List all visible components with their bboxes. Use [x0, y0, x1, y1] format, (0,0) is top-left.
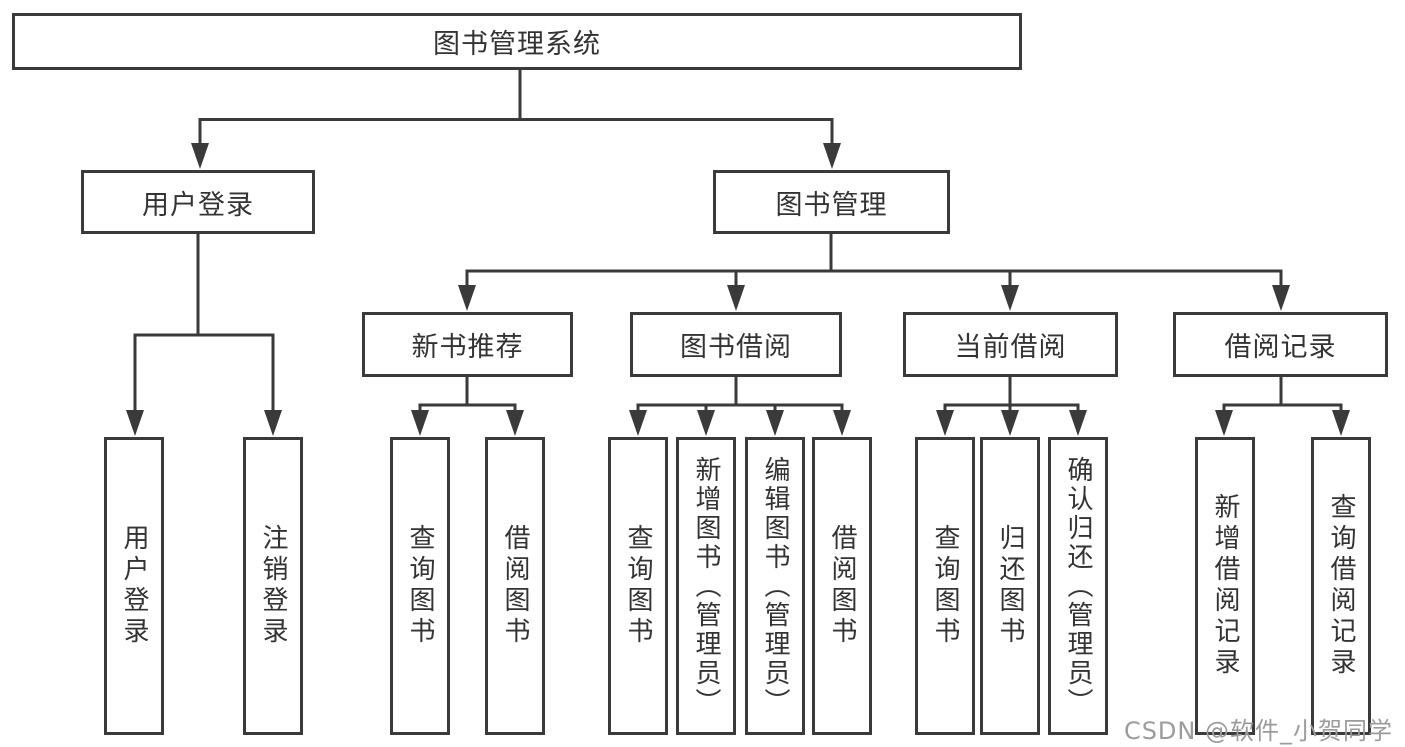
leaf-label: 新增借阅记录	[1210, 493, 1240, 679]
connector-new-book-recommend-to-children	[411, 377, 524, 436]
connector-arrowhead	[1001, 285, 1019, 311]
connector-arrowhead	[1001, 410, 1019, 436]
node-book-management-label: 图书管理	[775, 189, 888, 221]
connector-arrowhead	[191, 143, 209, 169]
node-new-book-recommend-label: 新书推荐	[411, 332, 524, 363]
leaf-label: 注销登录	[258, 524, 288, 648]
leaf-newbook-borrow-books: 借阅图书	[485, 437, 545, 735]
connector-arrowhead	[766, 410, 784, 436]
node-borrow-record: 借阅记录	[1173, 312, 1388, 377]
leaf-current-confirm-return-admin: 确认归还（管理员）	[1048, 437, 1108, 735]
connector-arrowhead	[264, 410, 282, 436]
leaf-label: 查询借阅记录	[1326, 493, 1356, 679]
leaf-label: 编辑图书（管理员）	[760, 455, 790, 717]
leaf-borrow-edit-books-admin: 编辑图书（管理员）	[745, 437, 805, 735]
node-book-borrow-label: 图书借阅	[680, 332, 792, 363]
node-book-management: 图书管理	[713, 170, 950, 234]
node-current-borrow-label: 当前借阅	[954, 332, 1067, 363]
connector-arrowhead	[1332, 410, 1350, 436]
leaf-record-query-borrow-record: 查询借阅记录	[1311, 437, 1371, 735]
leaf-logout: 注销登录	[243, 437, 303, 735]
connector-current-borrow-to-children	[936, 377, 1087, 436]
leaf-label: 借阅图书	[827, 524, 857, 648]
leaf-record-add-borrow-record: 新增借阅记录	[1195, 437, 1255, 735]
node-borrow-record-label: 借阅记录	[1224, 332, 1337, 363]
connector-arrowhead	[411, 410, 429, 436]
node-new-book-recommend: 新书推荐	[362, 312, 573, 377]
connector-arrowhead	[936, 410, 954, 436]
node-user-login: 用户登录	[81, 170, 315, 234]
leaf-label: 查询图书	[405, 524, 435, 648]
connector-borrow-record-to-children	[1215, 377, 1350, 436]
node-book-borrow: 图书借阅	[630, 312, 842, 377]
connector-arrowhead	[1215, 410, 1233, 436]
connector-user-login-to-children	[126, 233, 282, 436]
connector-arrowhead	[823, 143, 841, 169]
node-current-borrow: 当前借阅	[903, 312, 1118, 377]
connector-root-to-children	[191, 69, 841, 169]
leaf-label: 新增图书（管理员）	[691, 455, 721, 717]
leaf-newbook-query-books: 查询图书	[390, 437, 450, 735]
node-root: 图书管理系统	[12, 13, 1022, 70]
connector-arrowhead	[506, 410, 524, 436]
connector-arrowhead	[1272, 285, 1290, 311]
leaf-label: 归还图书	[995, 524, 1025, 648]
connector-arrowhead	[458, 285, 476, 311]
connector-arrowhead	[697, 410, 715, 436]
leaf-label: 借阅图书	[500, 524, 530, 648]
leaf-user-login: 用户登录	[104, 437, 164, 735]
connector-arrowhead	[727, 285, 745, 311]
leaf-label: 查询图书	[930, 524, 960, 648]
connector-arrowhead	[1069, 410, 1087, 436]
connector-book-borrow-to-children	[629, 377, 851, 436]
connector-book-management-to-children	[458, 233, 1290, 311]
leaf-borrow-borrow-books: 借阅图书	[812, 437, 872, 735]
leaf-label: 查询图书	[623, 524, 653, 648]
connector-arrowhead	[833, 410, 851, 436]
leaf-current-query-books: 查询图书	[915, 437, 975, 735]
leaf-borrow-add-books-admin: 新增图书（管理员）	[676, 437, 736, 735]
node-user-login-label: 用户登录	[142, 189, 254, 221]
leaf-borrow-query-books: 查询图书	[608, 437, 668, 735]
connector-arrowhead	[629, 410, 647, 436]
connector-arrowhead	[126, 410, 144, 436]
node-root-label: 图书管理系统	[433, 29, 601, 60]
leaf-label: 用户登录	[119, 524, 149, 648]
watermark: CSDN @软件_小贺同学	[1123, 717, 1393, 745]
leaf-current-return-books: 归还图书	[980, 437, 1040, 735]
leaf-label: 确认归还（管理员）	[1063, 455, 1093, 717]
